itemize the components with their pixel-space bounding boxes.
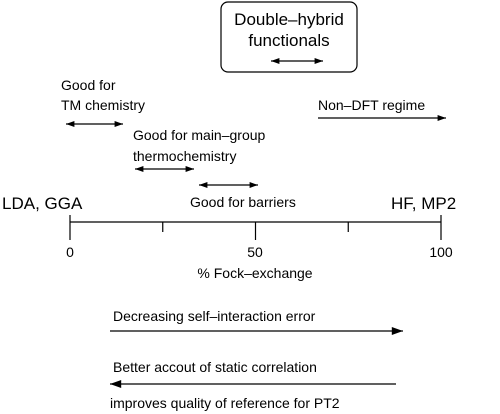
right-end-label: HF, MP2 — [391, 194, 456, 213]
non-dft-label: Non–DFT regime — [318, 97, 425, 113]
box-title-line1: Double–hybrid — [234, 10, 344, 29]
fock-exchange-axis: 0 50 100 % Fock–exchange — [66, 215, 453, 281]
double-hybrid-box — [220, 1, 358, 73]
axis-ticks — [69, 215, 442, 240]
tick-label-50: 50 — [247, 244, 263, 260]
main-group-label-line1: Good for main–group — [133, 127, 266, 143]
left-end-label: LDA, GGA — [2, 194, 83, 213]
sie-label: Decreasing self–interaction error — [113, 308, 316, 324]
box-title-line2: functionals — [248, 31, 329, 50]
barriers-label: Good for barriers — [190, 194, 296, 210]
tm-label-line1: Good for — [61, 77, 116, 93]
axis-title: % Fock–exchange — [197, 265, 312, 281]
main-group-label-line2: thermochemistry — [133, 148, 236, 164]
tick-label-100: 100 — [429, 244, 453, 260]
static-correlation-label: Better accout of static correlation — [113, 359, 317, 375]
tm-label-line2: TM chemistry — [61, 97, 145, 113]
pt2-label: improves quality of reference for PT2 — [110, 395, 340, 411]
tick-label-0: 0 — [66, 244, 74, 260]
